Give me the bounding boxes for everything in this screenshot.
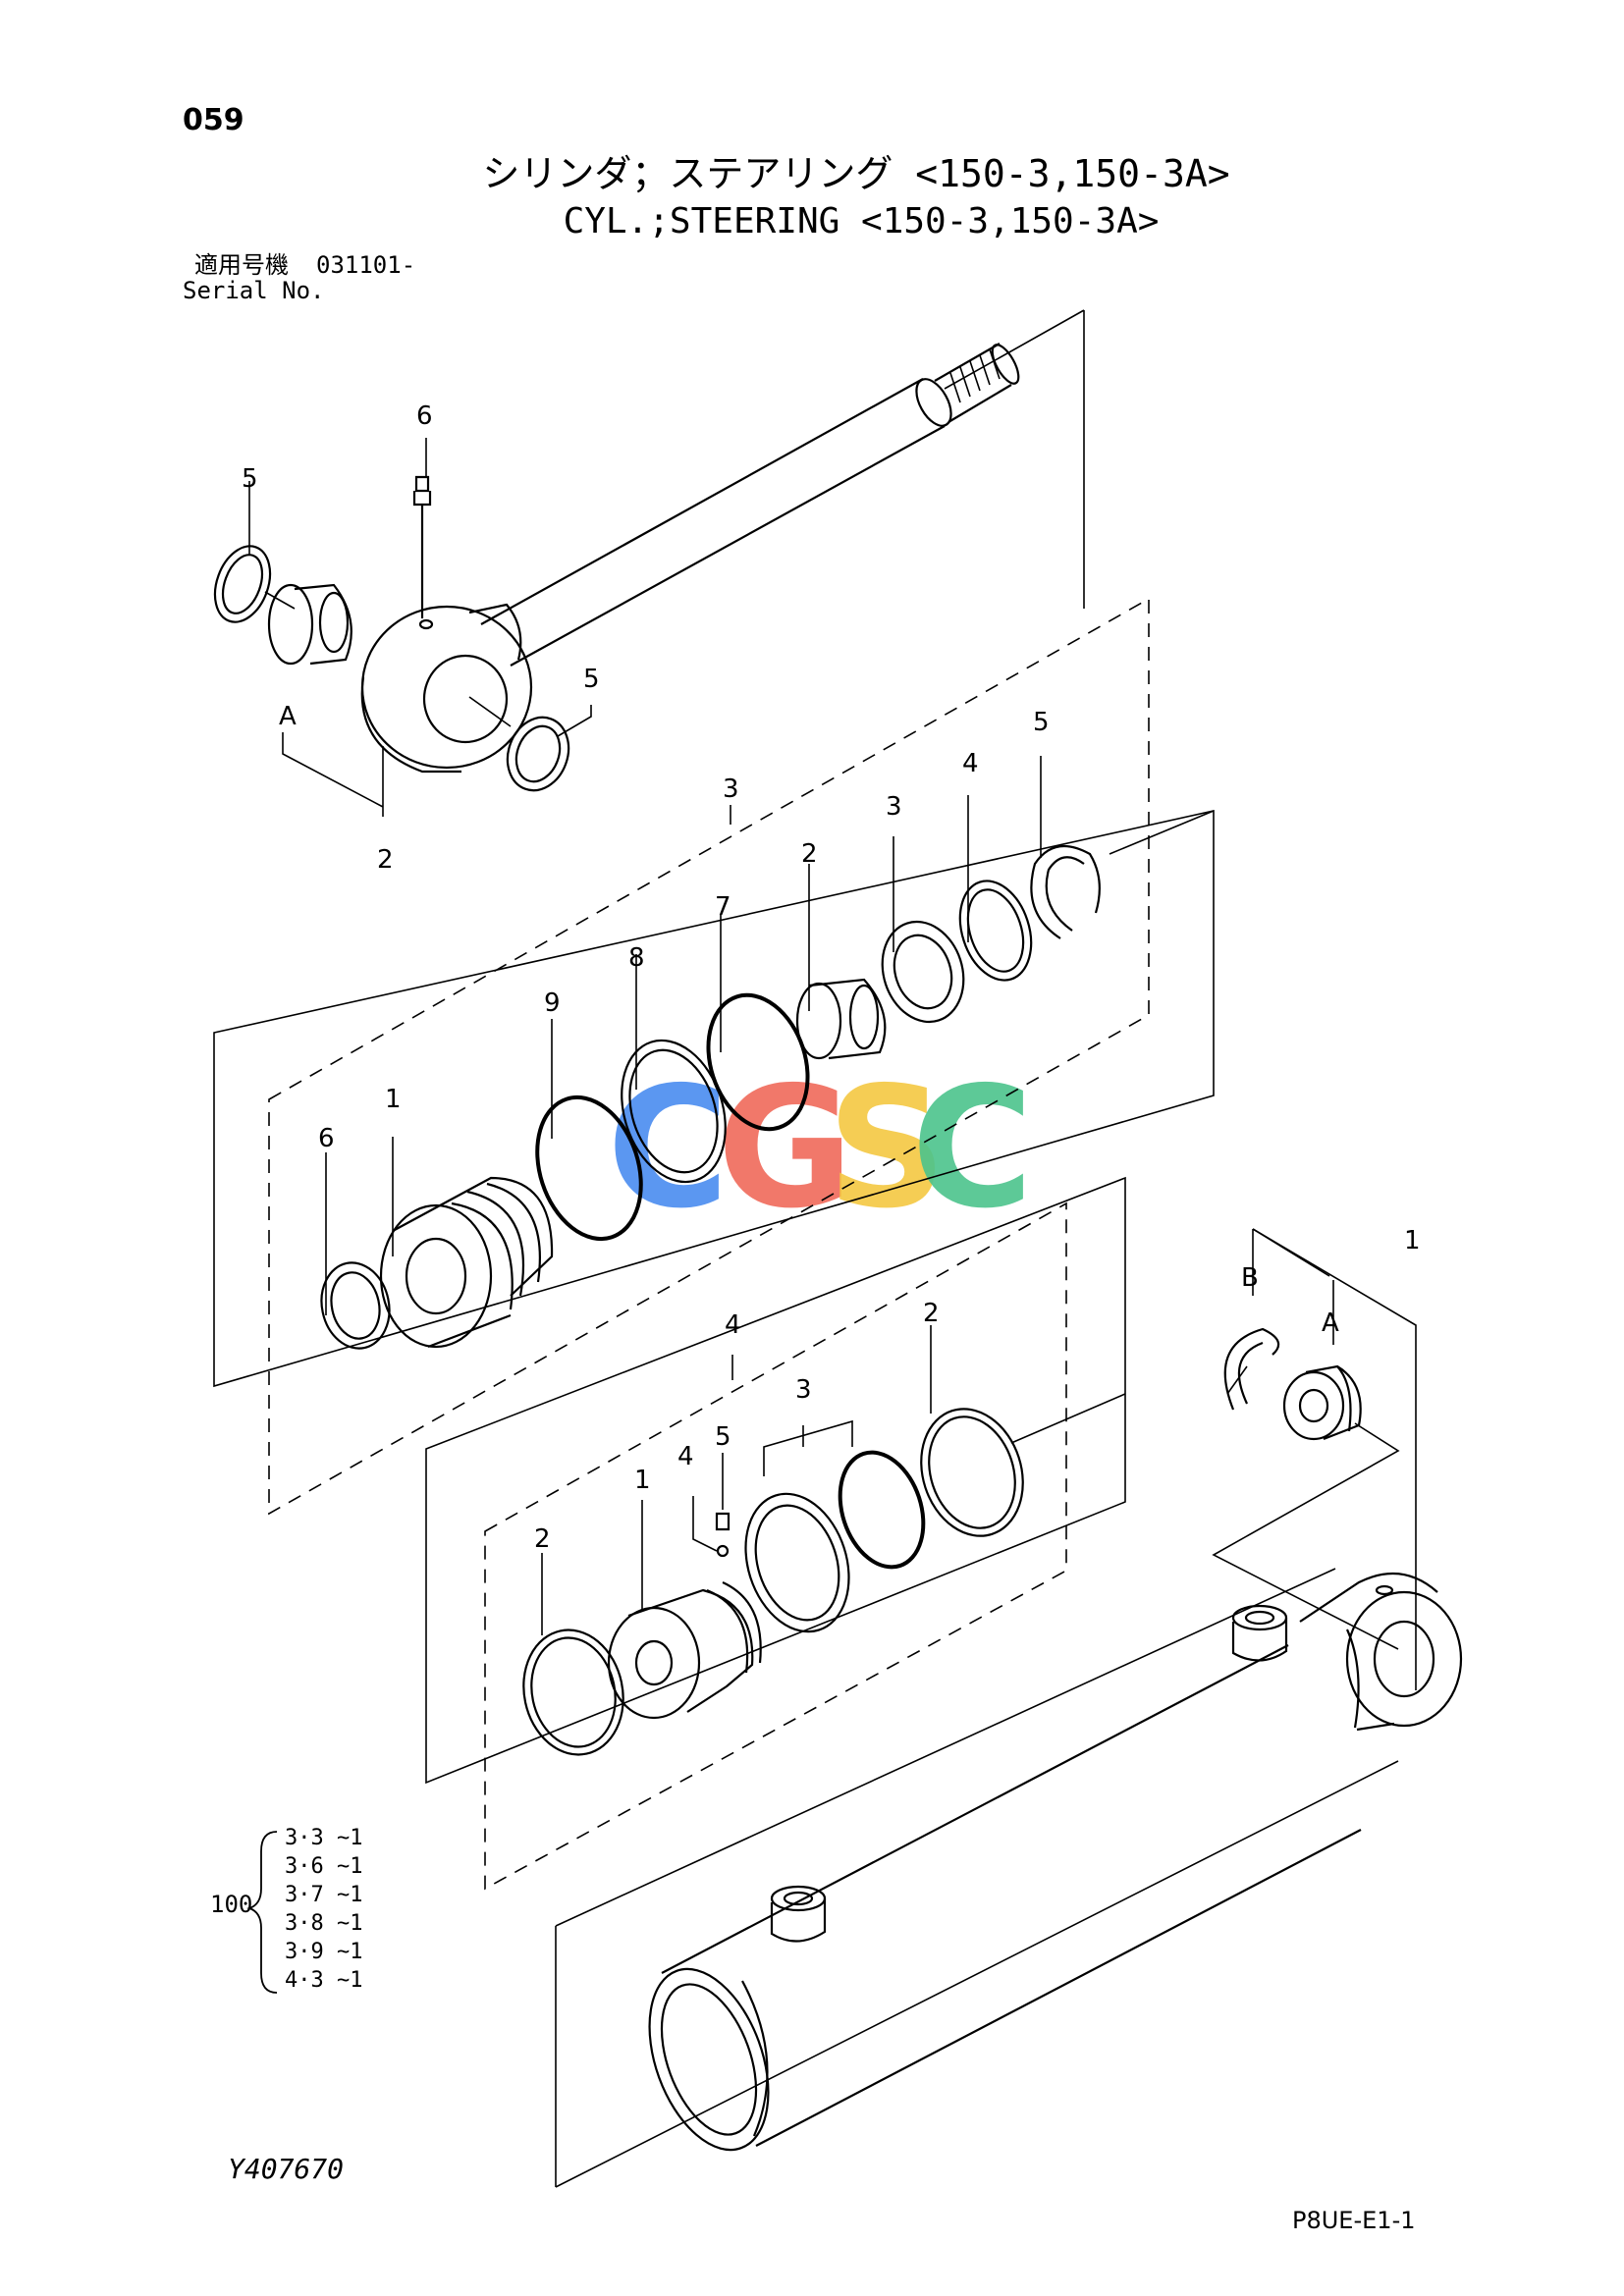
- callout-tube-snap-b: B: [1241, 1263, 1259, 1293]
- rod-shaft-end: [915, 378, 952, 427]
- watermark-letter-c1: C: [607, 1051, 730, 1246]
- callout-piston-ball-4: 4: [677, 1442, 694, 1471]
- rod-bushing: [294, 583, 352, 666]
- callout-head-ring-8: 8: [628, 943, 645, 973]
- kit-number: 100: [210, 1891, 253, 1918]
- serial-label-english: Serial No.: [183, 277, 325, 304]
- page-number: 059: [183, 103, 244, 137]
- cylinder-tube: 1 B A: [555, 1226, 1463, 2188]
- callout-head-ring-9: 9: [544, 988, 561, 1018]
- callout-piston-fitting-5: 5: [715, 1422, 731, 1452]
- eye-bushing: [1282, 1370, 1345, 1441]
- callout-head-ring-5: 5: [1033, 708, 1050, 737]
- ball-4: [716, 1544, 730, 1558]
- rod-assembly: 6 5 5 A 2: [213, 309, 1085, 875]
- kit-item: 3·3 ~1: [285, 1826, 363, 1850]
- wear-ring-left: [522, 1629, 624, 1756]
- serial-label-japanese: 適用号機: [194, 251, 289, 279]
- callout-piston-body-1: 1: [634, 1466, 651, 1495]
- callout-piston-wear-2l: 2: [534, 1524, 551, 1554]
- ring-4: [958, 880, 1033, 982]
- callout-rod-number: 2: [377, 845, 394, 875]
- title-japanese: シリンダ；ステアリング <150-3,150-3A>: [482, 152, 1230, 195]
- piston-ring-3-outer: [744, 1492, 850, 1633]
- callout-head-ring-3: 3: [886, 792, 902, 822]
- callout-piston-wear-2r: 2: [923, 1299, 940, 1328]
- serial-code: 031101-: [316, 251, 416, 279]
- ring-9: [535, 1095, 643, 1242]
- callout-piston-group-4: 4: [725, 1310, 741, 1340]
- callout-tube-1: 1: [1404, 1226, 1421, 1255]
- rod-shaft: [480, 378, 946, 667]
- kit-brace: [246, 1831, 278, 1994]
- tube-port-rear: [1231, 1618, 1288, 1662]
- callout-tube-bush-a: A: [1322, 1308, 1339, 1338]
- snap-ring-5: [1030, 844, 1101, 939]
- kit-item: 3·9 ~1: [285, 1940, 363, 1964]
- callout-head-bush-2: 2: [801, 839, 818, 869]
- gland-body: [379, 1203, 493, 1349]
- callout-head-oring-7: 7: [715, 892, 731, 922]
- callout-rod-seal-left: 5: [242, 464, 258, 494]
- piston-assembly: 2 3 5 4 1 2 4: [425, 1176, 1126, 1891]
- title-english: CYL.;STEERING <150-3,150-3A>: [563, 201, 1160, 241]
- ring-3: [881, 920, 965, 1024]
- head-bushing: [808, 978, 887, 1060]
- wear-ring-right: [920, 1408, 1024, 1537]
- rod-eye-bore: [422, 654, 509, 744]
- rod-thread: [934, 343, 1012, 423]
- tube-eye: [1345, 1590, 1463, 1728]
- callout-rod-seal-right: 5: [583, 665, 600, 694]
- rod-seal-right: [506, 716, 570, 792]
- watermark-letter-c2: C: [911, 1051, 1034, 1246]
- callout-head-group-3: 3: [723, 774, 739, 804]
- kit-item: 3·6 ~1: [285, 1854, 363, 1879]
- callout-head-wiper-6: 6: [318, 1124, 335, 1153]
- snap-ring-b: [1223, 1327, 1280, 1411]
- tube-mouth: [648, 1967, 770, 2152]
- kit-item: 3·8 ~1: [285, 1911, 363, 1936]
- watermark-letter-s: S: [827, 1051, 947, 1246]
- watermark-letter-g: G: [717, 1051, 854, 1246]
- piston-ring-3-inner: [838, 1450, 926, 1570]
- kit-item: 3·7 ~1: [285, 1883, 363, 1907]
- fitting-5: [715, 1512, 731, 1531]
- callout-head-ring-4: 4: [962, 749, 979, 778]
- callout-head-gland-1: 1: [385, 1085, 402, 1114]
- sheet-code: P8UE-E1-1: [1292, 2207, 1416, 2234]
- callout-rod-grease: 6: [416, 401, 433, 431]
- grease-fitting: [412, 475, 432, 507]
- watermark: C G S C: [607, 1051, 1034, 1246]
- head-assembly: 5 4 3 2 7 8 9 1 6 3: [213, 597, 1215, 1516]
- drawing-number: Y407670: [228, 2153, 345, 2185]
- callout-rod-group-a: A: [279, 702, 297, 731]
- callout-piston-ring-3: 3: [795, 1375, 812, 1405]
- kit-item: 4·3 ~1: [285, 1968, 363, 1993]
- wiper-seal: [320, 1261, 391, 1350]
- tube-port-front: [770, 1898, 827, 1943]
- tube-body: [661, 1644, 1362, 2147]
